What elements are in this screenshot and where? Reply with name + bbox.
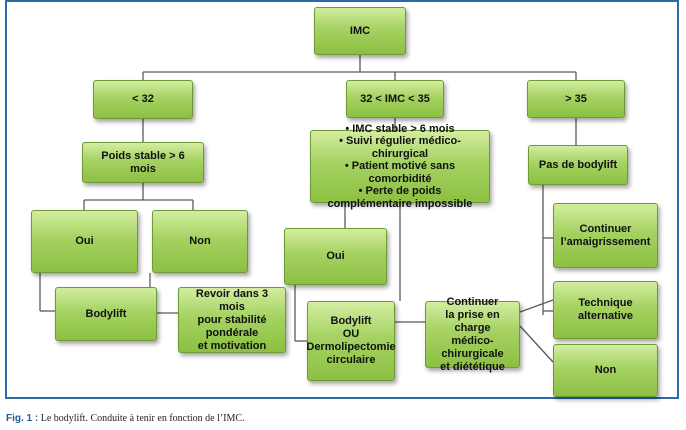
node-lt32-label: < 32	[132, 93, 154, 105]
node-poids-stable: Poids stable > 6 mois	[82, 142, 204, 183]
node-continuer-amaigrissement: Continuer l’amaigrissement	[553, 203, 658, 268]
node-oui-1: Oui	[31, 210, 138, 273]
node-non-2: Non	[553, 344, 658, 397]
node-non-1: Non	[152, 210, 248, 273]
node-oui-2-label: Oui	[326, 250, 345, 262]
node-revoir-label: Revoir dans 3 mois pour stabilité pondér…	[195, 287, 269, 352]
node-lt32: < 32	[93, 80, 193, 119]
node-imc: IMC	[314, 7, 406, 55]
node-mid-label: 32 < IMC < 35	[360, 92, 430, 105]
node-technique-alternative-label: Technique alternative	[577, 297, 634, 322]
node-oui-1-label: Oui	[75, 235, 94, 247]
caption-label: Fig. 1 :	[6, 413, 39, 424]
node-oui-2: Oui	[284, 228, 387, 285]
node-non-2-label: Non	[594, 364, 617, 376]
node-poids-stable-label: Poids stable > 6 mois	[101, 149, 185, 175]
node-revoir: Revoir dans 3 mois pour stabilité pondér…	[178, 287, 286, 353]
node-bodylift-ou-label: Bodylift OU Dermolipectomie circulaire	[306, 315, 396, 366]
node-gt35-label: > 35	[565, 92, 587, 105]
node-imc-label: IMC	[349, 24, 371, 37]
node-bodylift: Bodylift	[55, 287, 157, 341]
node-technique-alternative: Technique alternative	[553, 281, 658, 339]
node-pas-de-bodylift-label: Pas de bodylift	[538, 158, 618, 171]
caption-text: Le bodylift. Conduite à tenir en fonctio…	[40, 413, 245, 424]
node-bodylift-ou-dermolipectomie: Bodylift OU Dermolipectomie circulaire	[306, 301, 396, 381]
criteria-item: • Suivi régulier médico-chirurgical	[339, 135, 461, 160]
node-continuer-prise-en-charge: Continuer la prise en charge médico-chir…	[425, 296, 520, 373]
node-non-1-label: Non	[189, 235, 211, 247]
node-mid: 32 < IMC < 35	[346, 80, 444, 118]
node-continuer-prise-label: Continuer la prise en charge médico-chir…	[440, 295, 505, 373]
node-pas-de-bodylift: Pas de bodylift	[528, 145, 628, 185]
node-continuer-amaigrissement-label: Continuer l’amaigrissement	[560, 222, 651, 248]
criteria-item: • IMC stable > 6 mois	[345, 122, 455, 135]
figure-caption: Fig. 1 : Le bodylift. Conduite à tenir e…	[6, 413, 245, 424]
node-gt35: > 35	[527, 80, 625, 118]
criteria-item: • Patient motivé sans comorbidité	[344, 160, 456, 185]
node-bodylift-label: Bodylift	[85, 307, 127, 320]
criteria-list: • IMC stable > 6 mois • Suivi régulier m…	[315, 123, 485, 211]
connector-prise-technique	[519, 299, 554, 313]
connector-prise-non	[519, 325, 554, 363]
criteria-item: • Perte de poids complémentaire impossib…	[327, 185, 473, 210]
node-criteria: • IMC stable > 6 mois • Suivi régulier m…	[310, 123, 490, 210]
